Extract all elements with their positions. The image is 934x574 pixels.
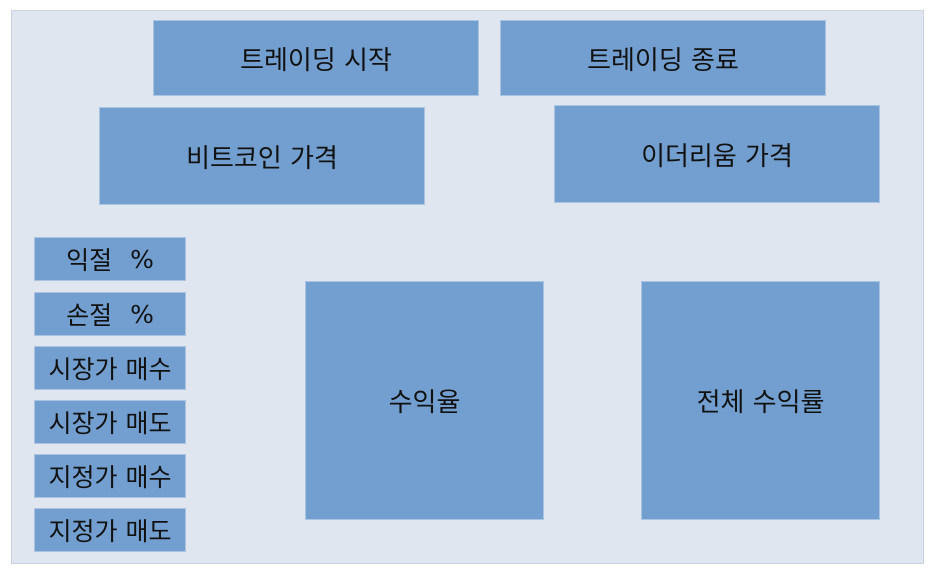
take-profit-label: 익절 <box>66 246 113 275</box>
bitcoin-price-label: 비트코인 가격 <box>186 143 338 174</box>
market-buy-button[interactable]: 시장가 매수 <box>34 346 186 390</box>
stop-loss-label: 손절 <box>66 301 113 330</box>
return-rate-display: 수익율 <box>305 281 544 520</box>
stop-trading-button[interactable]: 트레이딩 종료 <box>500 20 826 96</box>
ethereum-price-display: 이더리움 가격 <box>554 105 880 203</box>
start-trading-label: 트레이딩 시작 <box>240 45 392 76</box>
stop-loss-unit: % <box>130 299 154 329</box>
market-sell-label: 시장가 매도 <box>48 409 172 438</box>
market-buy-label: 시장가 매수 <box>48 355 172 384</box>
take-profit-field[interactable]: 익절 % <box>34 237 186 281</box>
limit-sell-button[interactable]: 지정가 매도 <box>34 508 186 552</box>
take-profit-unit: % <box>130 244 154 274</box>
ethereum-price-label: 이더리움 가격 <box>641 141 793 172</box>
start-trading-button[interactable]: 트레이딩 시작 <box>153 20 479 96</box>
limit-sell-label: 지정가 매도 <box>48 517 172 546</box>
stop-trading-label: 트레이딩 종료 <box>587 45 739 76</box>
stop-loss-field[interactable]: 손절 % <box>34 292 186 336</box>
total-return-label: 전체 수익률 <box>696 388 825 418</box>
return-rate-label: 수익율 <box>388 388 461 418</box>
total-return-display: 전체 수익률 <box>641 281 880 520</box>
limit-buy-label: 지정가 매수 <box>48 463 172 492</box>
market-sell-button[interactable]: 시장가 매도 <box>34 400 186 444</box>
bitcoin-price-display: 비트코인 가격 <box>99 107 425 205</box>
limit-buy-button[interactable]: 지정가 매수 <box>34 454 186 498</box>
main-panel: 트레이딩 시작 트레이딩 종료 비트코인 가격 이더리움 가격 익절 % 손절 … <box>11 10 924 564</box>
